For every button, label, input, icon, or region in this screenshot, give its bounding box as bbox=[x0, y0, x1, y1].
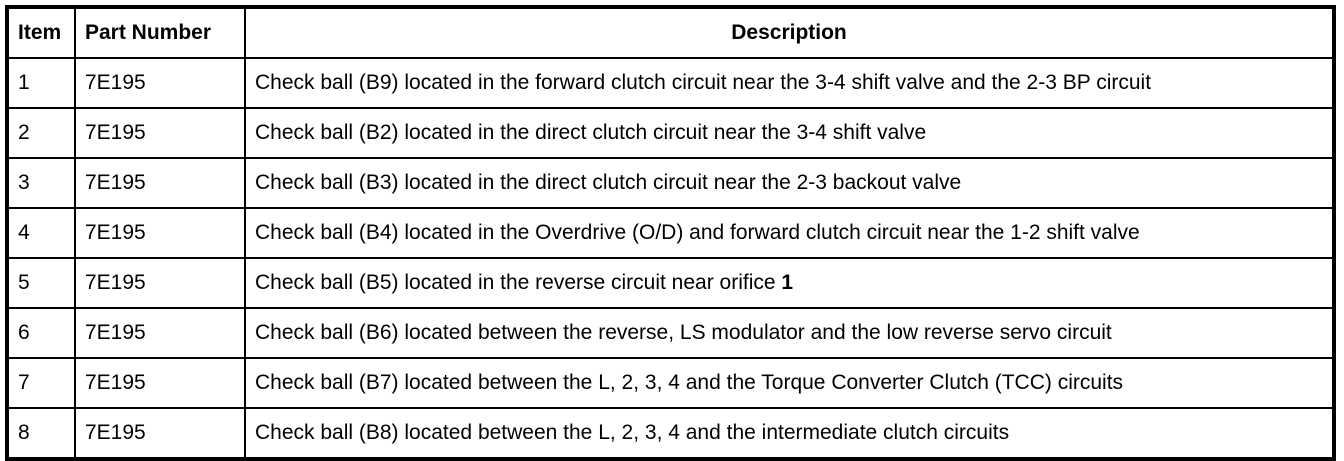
cell-item: 5 bbox=[6, 257, 76, 309]
table-body: 1 7E195 Check ball (B9) located in the f… bbox=[6, 57, 1335, 460]
table-row: 5 7E195 Check ball (B5) located in the r… bbox=[6, 257, 1335, 309]
document-page: Item Part Number Description 1 7E195 Che… bbox=[5, 5, 1336, 461]
cell-item: 6 bbox=[6, 307, 76, 359]
cell-part-number: 7E195 bbox=[74, 357, 246, 409]
table-row: 3 7E195 Check ball (B3) located in the d… bbox=[6, 157, 1335, 209]
cell-description: Check ball (B2) located in the direct cl… bbox=[244, 107, 1335, 159]
cell-description: Check ball (B5) located in the reverse c… bbox=[244, 257, 1335, 309]
table-header: Item Part Number Description bbox=[6, 6, 1335, 59]
table-row: 2 7E195 Check ball (B2) located in the d… bbox=[6, 107, 1335, 159]
cell-part-number: 7E195 bbox=[74, 407, 246, 460]
cell-description: Check ball (B7) located between the L, 2… bbox=[244, 357, 1335, 409]
column-header-part-number: Part Number bbox=[74, 6, 246, 59]
cell-part-number: 7E195 bbox=[74, 307, 246, 359]
cell-item: 7 bbox=[6, 357, 76, 409]
cell-description: Check ball (B8) located between the L, 2… bbox=[244, 407, 1335, 460]
parts-table: Item Part Number Description 1 7E195 Che… bbox=[5, 5, 1336, 461]
cell-part-number: 7E195 bbox=[74, 107, 246, 159]
description-emphasis: 1 bbox=[781, 270, 794, 294]
table-row: 4 7E195 Check ball (B4) located in the O… bbox=[6, 207, 1335, 259]
table-row: 8 7E195 Check ball (B8) located between … bbox=[6, 407, 1335, 460]
cell-part-number: 7E195 bbox=[74, 257, 246, 309]
cell-part-number: 7E195 bbox=[74, 207, 246, 259]
table-row: 1 7E195 Check ball (B9) located in the f… bbox=[6, 57, 1335, 109]
table-header-row: Item Part Number Description bbox=[6, 6, 1335, 59]
cell-item: 3 bbox=[6, 157, 76, 209]
cell-part-number: 7E195 bbox=[74, 57, 246, 109]
cell-part-number: 7E195 bbox=[74, 157, 246, 209]
cell-item: 4 bbox=[6, 207, 76, 259]
table-row: 7 7E195 Check ball (B7) located between … bbox=[6, 357, 1335, 409]
cell-description: Check ball (B3) located in the direct cl… bbox=[244, 157, 1335, 209]
column-header-item: Item bbox=[6, 6, 76, 59]
cell-item: 2 bbox=[6, 107, 76, 159]
description-text: Check ball (B5) located in the reverse c… bbox=[255, 270, 782, 294]
cell-description: Check ball (B9) located in the forward c… bbox=[244, 57, 1335, 109]
cell-item: 8 bbox=[6, 407, 76, 460]
column-header-description: Description bbox=[244, 6, 1335, 59]
cell-item: 1 bbox=[6, 57, 76, 109]
cell-description: Check ball (B6) located between the reve… bbox=[244, 307, 1335, 359]
cell-description: Check ball (B4) located in the Overdrive… bbox=[244, 207, 1335, 259]
table-row: 6 7E195 Check ball (B6) located between … bbox=[6, 307, 1335, 359]
